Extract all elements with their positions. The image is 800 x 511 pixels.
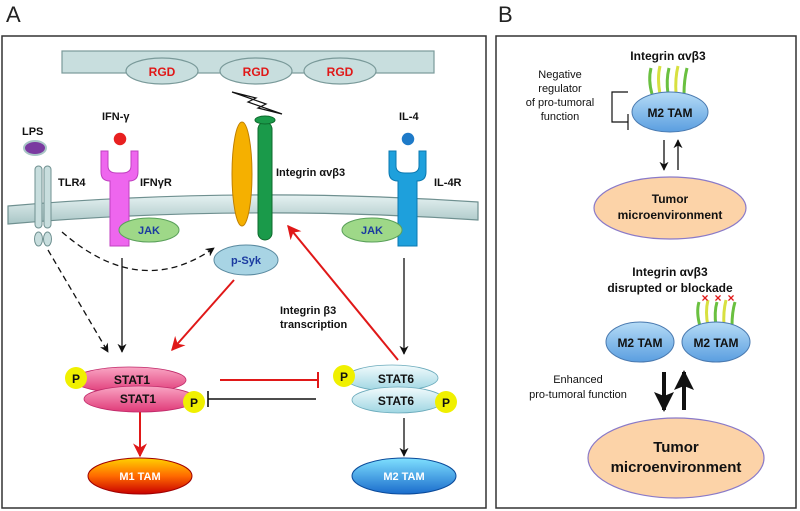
b-block-mark-3: × [727,291,734,305]
stat6-bottom-label: STAT6 [378,394,415,408]
b-enhanced-line2: pro-tumoral function [529,389,627,401]
signal-arrows [47,224,409,458]
lps-molecule-icon [23,140,47,156]
rgd-label-1: RGD [149,65,176,79]
stat1-bottom-label: STAT1 [120,392,157,406]
b-negative-feedback-inhibit [611,91,629,130]
b-m2-tam-right [681,321,751,363]
integrin-label: Integrin αvβ3 [276,167,345,179]
tlr4-to-psyk-dashed-arrow [61,231,215,272]
stat1-inhibits-stat6-red [220,372,319,388]
ifn-gamma-label: IFN-γ [102,111,130,123]
b-integrin-top-label: Integrin αvβ3 [630,49,706,63]
jak-right-label: JAK [361,225,383,237]
b-tumor-bottom-line2: microenvironment [611,459,742,476]
jak-left [118,217,180,243]
stat1-dimer: STAT1 STAT1 P P [65,366,205,413]
jak-left-label: JAK [138,225,160,237]
stat6-phospho-right-label: P [442,396,450,410]
integrin-alpha-subunit [231,121,253,227]
b-m2-tam-top [631,91,709,133]
b-neg-line4: function [541,111,580,123]
rgd-pill-1 [125,57,199,85]
integrin-beta-subunit [257,121,273,241]
b-tumor-top [593,176,747,240]
b-disrupted-line2: disrupted or blockade [607,281,733,295]
b-tumor-top-line1: Tumor [652,192,689,206]
b-block-mark-1: × [701,291,708,305]
b-tumor-bottom [587,417,765,499]
tlr4-label: TLR4 [58,177,86,189]
panel-a-letter: A [6,2,21,27]
b-enhanced-line1: Enhanced [553,374,603,386]
panel-b-letter: B [498,2,513,27]
stat6-to-integrin-red-arrow [287,224,399,361]
il4r-label: IL-4R [434,177,462,189]
ifngr-label: IFNγR [140,177,172,189]
lightning-icon [231,91,283,115]
stat1-phospho-left-label: P [72,372,80,386]
stat1-phospho-right-label: P [190,396,198,410]
rgd-label-2: RGD [243,65,270,79]
psyk-node [213,244,279,276]
b-m2-tam-right-label: M2 TAM [693,336,738,350]
m1-tam-node [87,457,193,495]
stat6-phospho-left-label: P [340,370,348,384]
jak-right [341,217,403,243]
m1-tam-label: M1 TAM [119,471,160,483]
b-m2-tam-left-label: M2 TAM [617,336,662,350]
stat1-phospho-left [65,367,87,389]
stat6-top-label: STAT6 [378,372,415,386]
ifn-gamma-ligand-icon [112,131,128,147]
b-neg-line2: regulator [538,83,582,95]
rgd-pill-3 [303,57,377,85]
m2-tam-node [351,457,457,495]
lps-label: LPS [22,126,43,138]
stat1-top-label: STAT1 [114,373,151,387]
psyk-to-stat1-red-arrow [171,279,235,352]
rgd-pill-2 [219,57,293,85]
integrin-b3-transcription-line1: Integrin β3 [280,305,336,317]
stat6-dimer: STAT6 STAT6 P P [333,364,457,414]
rgd-group: RGD RGD RGD [125,57,377,85]
il4r-receptor [388,150,427,247]
b-m2-tam-top-label: M2 TAM [647,106,692,120]
stat6-phospho-right [435,391,457,413]
tlr4-receptor [34,165,52,247]
integrin-beta-head [254,115,276,125]
m2-tam-label: M2 TAM [383,471,424,483]
stat1-phospho-right [183,391,205,413]
b-neg-line3: of pro-tumoral [526,97,594,109]
b-tumor-bottom-line1: Tumor [653,439,699,456]
b-m2-tam-left [605,321,675,363]
stat6-inhibits-stat1-black [207,391,316,407]
b-tumor-top-line2: microenvironment [618,208,723,222]
il4-ligand-icon [400,131,416,147]
rgd-label-3: RGD [327,65,354,79]
b-neg-line1: Negative [538,69,581,81]
il4-label: IL-4 [399,111,419,123]
b-disrupted-line1: Integrin αvβ3 [632,265,708,279]
b-block-mark-2: × [714,291,721,305]
stat6-phospho-left [333,365,355,387]
psyk-label: p-Syk [231,255,262,267]
integrin-b3-transcription-line2: transcription [280,319,348,331]
